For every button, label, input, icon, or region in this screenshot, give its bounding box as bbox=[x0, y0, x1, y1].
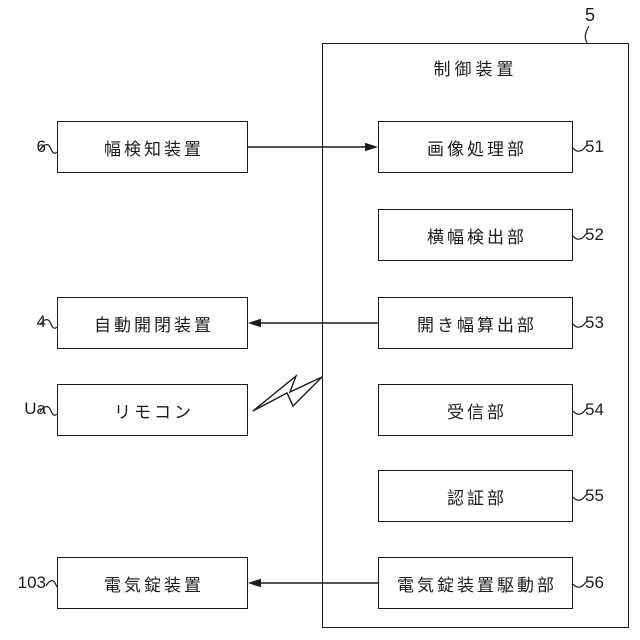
box-width-detection-unit: 横幅検出部 bbox=[378, 209, 573, 261]
ref-label-53: 53 bbox=[585, 313, 604, 332]
box-remote-control: リモコン bbox=[57, 384, 248, 436]
leader-ref-ua bbox=[39, 406, 58, 416]
leader-ref-54 bbox=[572, 408, 587, 415]
box-label: 認証部 bbox=[447, 488, 507, 508]
box-image-processing-unit: 画像処理部 bbox=[378, 121, 573, 173]
ref-label-5: 5 bbox=[584, 5, 595, 25]
wireless-signal-icon bbox=[252, 373, 323, 412]
box-width-detection-device: 幅検知装置 bbox=[57, 121, 248, 173]
ref-label-6: 6 bbox=[36, 137, 46, 156]
ref-label-4: 4 bbox=[36, 312, 46, 331]
box-label: 電気錠装置 bbox=[104, 575, 204, 595]
box-label: 横幅検出部 bbox=[427, 227, 527, 247]
arrowhead-left-icon bbox=[248, 318, 261, 328]
ref-label-51: 51 bbox=[585, 137, 604, 156]
ref-label-54: 54 bbox=[585, 400, 604, 419]
box-label: リモコン bbox=[114, 402, 194, 422]
leader-ref-5 bbox=[584, 25, 590, 44]
arrowhead-right-icon bbox=[365, 142, 378, 152]
box-label: 電気錠装置駆動部 bbox=[397, 575, 557, 595]
box-label: 受信部 bbox=[447, 402, 507, 422]
box-electric-lock-device: 電気錠装置 bbox=[57, 557, 248, 609]
ref-label-55: 55 bbox=[585, 486, 604, 505]
ref-label-ua: Ua bbox=[24, 399, 46, 418]
box-receiver-unit: 受信部 bbox=[378, 384, 573, 436]
leader-ref-6 bbox=[39, 144, 58, 154]
leader-ref-51 bbox=[572, 145, 587, 152]
box-electric-lock-drive-unit: 電気錠装置駆動部 bbox=[378, 557, 573, 609]
leader-ref-52 bbox=[572, 233, 587, 240]
control-device-title: 制御装置 bbox=[433, 60, 518, 79]
box-label: 幅検知装置 bbox=[104, 139, 204, 159]
box-label: 自動開閉装置 bbox=[94, 315, 214, 335]
arrowhead-left-icon bbox=[248, 578, 261, 588]
control-device-outer-box bbox=[322, 43, 629, 628]
box-label: 画像処理部 bbox=[427, 139, 527, 159]
leader-ref-53 bbox=[572, 321, 587, 328]
ref-label-103: 103 bbox=[17, 573, 46, 592]
box-authentication-unit: 認証部 bbox=[378, 470, 573, 522]
ref-label-52: 52 bbox=[585, 225, 604, 244]
leader-ref-4 bbox=[39, 319, 58, 329]
box-auto-open-close-device: 自動開閉装置 bbox=[57, 297, 248, 349]
box-label: 開き幅算出部 bbox=[417, 315, 537, 335]
box-opening-width-calc-unit: 開き幅算出部 bbox=[378, 297, 573, 349]
leader-ref-55 bbox=[572, 494, 587, 501]
ref-label-56: 56 bbox=[585, 573, 604, 592]
leader-ref-56 bbox=[572, 581, 587, 588]
